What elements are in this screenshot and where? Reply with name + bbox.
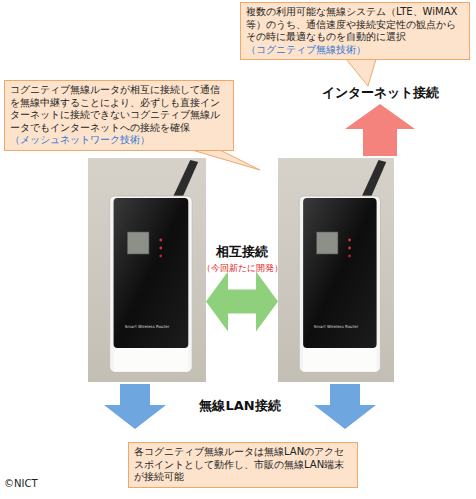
technology-name: （コグニティブ無線技術） xyxy=(246,44,464,57)
text-label: ©NICT xyxy=(4,478,64,489)
technology-name: （メッシュネットワーク技術） xyxy=(10,134,228,147)
callout-box: コグニティブ無線ルータが相互に接続して通信を無線中継することにより、必ずしも直接… xyxy=(4,80,234,151)
edge-label: 相互接続 xyxy=(182,243,302,261)
device-label: Smart Wireless Router xyxy=(299,324,373,329)
callout-text: 各コグニティブ無線ルータは無線LANのアクセスポイントとして動作し、市販の無線L… xyxy=(134,446,352,484)
wlan-arrow xyxy=(314,384,376,429)
internet-arrow xyxy=(345,104,415,156)
callout-text: コグニティブ無線ルータが相互に接続して通信を無線中継することにより、必ずしも直接… xyxy=(10,84,228,134)
text-label: 無線LAN接続 xyxy=(175,397,305,415)
text-label: （今回新たに開発） xyxy=(190,262,294,275)
router-photo xyxy=(278,158,394,382)
callout-pointer xyxy=(346,59,376,86)
text-label: インターネット接続 xyxy=(315,84,445,102)
router-photo xyxy=(88,158,206,382)
wlan-arrow xyxy=(104,384,166,429)
device-label: Smart Wireless Router xyxy=(109,324,185,329)
callout-box: 各コグニティブ無線ルータは無線LANのアクセスポイントとして動作し、市販の無線L… xyxy=(128,442,358,488)
router-node: Smart Wireless Router xyxy=(88,158,206,382)
callout-box: 複数の利用可能な無線システム（LTE、WiMAX等）のうち、通信速度や接続安定性… xyxy=(240,2,470,60)
callout-text: 複数の利用可能な無線システム（LTE、WiMAX等）のうち、通信速度や接続安定性… xyxy=(246,6,464,44)
block-arrow xyxy=(206,271,278,331)
router-node: Smart Wireless Router xyxy=(278,158,394,382)
